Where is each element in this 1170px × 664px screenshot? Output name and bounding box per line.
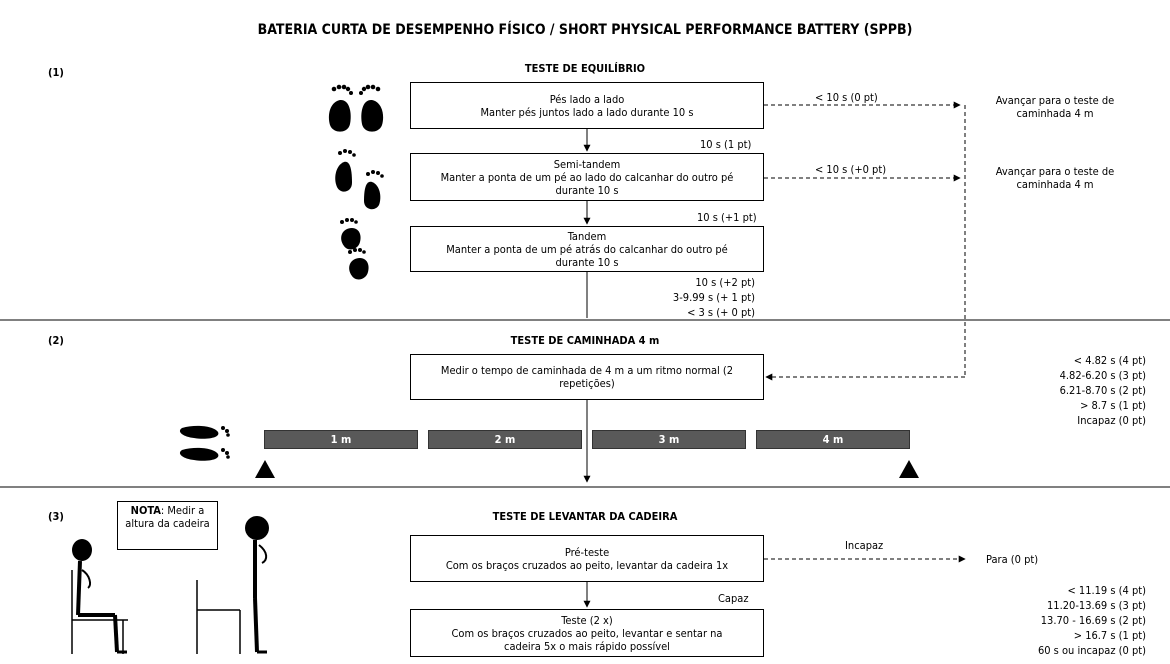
start-marker-icon — [255, 460, 275, 478]
advance-line: Avançar para o teste de — [995, 165, 1115, 178]
box-line: cadeira 5x o mais rápido possível — [504, 639, 670, 653]
box-line: Semi-tandem — [553, 157, 621, 171]
tandem-score: 3-9.99 s (+ 1 pt) — [672, 291, 755, 304]
chair-score: > 16.7 s (1 pt) — [1073, 629, 1146, 642]
box-line: Tandem — [567, 229, 607, 243]
feet-semi-tandem-icon — [335, 149, 384, 210]
chair-score: 13.70 - 16.69 s (2 pt) — [1040, 614, 1146, 627]
seated-person-icon — [71, 539, 128, 654]
pass-label-2: 10 s (+1 pt) — [697, 211, 757, 224]
box-line: repetições) — [559, 377, 615, 390]
unable-label: Incapaz — [845, 539, 884, 552]
walk-score: Incapaz (0 pt) — [1077, 414, 1146, 427]
walk-segment-2: 2 m — [428, 430, 582, 449]
box-line: Manter a ponta de um pé atrás do calcanh… — [446, 242, 728, 256]
box-line: Medir o tempo de caminhada de 4 m a um r… — [440, 364, 734, 377]
note-box: NOTA: Medir a altura da cadeira — [117, 501, 218, 550]
advance-line: Avançar para o teste de — [995, 94, 1115, 107]
box-line: durante 10 s — [555, 183, 619, 197]
fail-label-2: < 10 s (+0 pt) — [815, 163, 887, 176]
chair-test-box: Teste (2 x) Com os braços cruzados ao pe… — [410, 609, 764, 657]
feet-walking-icon — [179, 425, 230, 461]
box-line: Manter a ponta de um pé ao lado do calca… — [440, 170, 734, 184]
advance-label-1: Avançar para o teste de caminhada 4 m — [980, 94, 1130, 120]
section-2-number: (2) — [48, 334, 64, 347]
box-line: Manter pés juntos lado a lado durante 10… — [480, 105, 694, 119]
walk-segment-1: 1 m — [264, 430, 418, 449]
fail-label-1: < 10 s (0 pt) — [815, 91, 878, 104]
section-3-number: (3) — [48, 510, 64, 523]
section-1-number: (1) — [48, 66, 64, 79]
walk-score: > 8.7 s (1 pt) — [1080, 399, 1146, 412]
chair-pretest-box: Pré-teste Com os braços cruzados ao peit… — [410, 535, 764, 582]
walk-segment-3: 3 m — [592, 430, 746, 449]
page-title: BATERIA CURTA DE DESEMPENHO FÍSICO / SHO… — [257, 22, 913, 38]
box-line: durante 10 s — [555, 255, 619, 269]
stop-label: Para (0 pt) — [986, 553, 1039, 566]
walk-segment-4: 4 m — [756, 430, 910, 449]
tandem-score: 10 s (+2 pt) — [695, 276, 755, 289]
note-label: NOTA — [130, 504, 161, 517]
walk-score: < 4.82 s (4 pt) — [1073, 354, 1146, 367]
standing-person-icon — [196, 516, 269, 654]
feet-tandem-icon — [340, 218, 369, 280]
section-1-heading: TESTE DE EQUILÍBRIO — [524, 62, 646, 75]
balance-box-side-by-side: Pés lado a lado Manter pés juntos lado a… — [410, 82, 764, 129]
feet-side-by-side-icon — [328, 84, 384, 132]
box-line: Com os braços cruzados ao peito, levanta… — [451, 626, 723, 640]
walk-score: 6.21-8.70 s (2 pt) — [1059, 384, 1146, 397]
tandem-score: < 3 s (+ 0 pt) — [687, 306, 755, 319]
box-line: Teste (2 x) — [561, 613, 613, 627]
box-line: Pés lado a lado — [549, 92, 625, 106]
pass-label-1: 10 s (1 pt) — [700, 138, 752, 151]
chair-score: 11.20-13.69 s (3 pt) — [1047, 599, 1146, 612]
box-line: Pré-teste — [564, 545, 610, 559]
advance-line: caminhada 4 m — [1016, 107, 1094, 120]
section-3-heading: TESTE DE LEVANTAR DA CADEIRA — [492, 510, 678, 523]
chair-score: < 11.19 s (4 pt) — [1067, 584, 1146, 597]
balance-box-semi-tandem: Semi-tandem Manter a ponta de um pé ao l… — [410, 153, 764, 201]
walk-score: 4.82-6.20 s (3 pt) — [1059, 369, 1146, 382]
walk-box: Medir o tempo de caminhada de 4 m a um r… — [410, 354, 764, 400]
advance-label-2: Avançar para o teste de caminhada 4 m — [980, 165, 1130, 191]
advance-line: caminhada 4 m — [1016, 178, 1094, 191]
box-line: Com os braços cruzados ao peito, levanta… — [445, 558, 729, 572]
section-2-heading: TESTE DE CAMINHADA 4 m — [510, 334, 660, 347]
balance-box-tandem: Tandem Manter a ponta de um pé atrás do … — [410, 226, 764, 272]
note-text: : Medir a altura da cadeira — [125, 504, 210, 530]
end-marker-icon — [899, 460, 919, 478]
able-label: Capaz — [718, 592, 749, 605]
chair-score: 60 s ou incapaz (0 pt) — [1037, 644, 1146, 657]
